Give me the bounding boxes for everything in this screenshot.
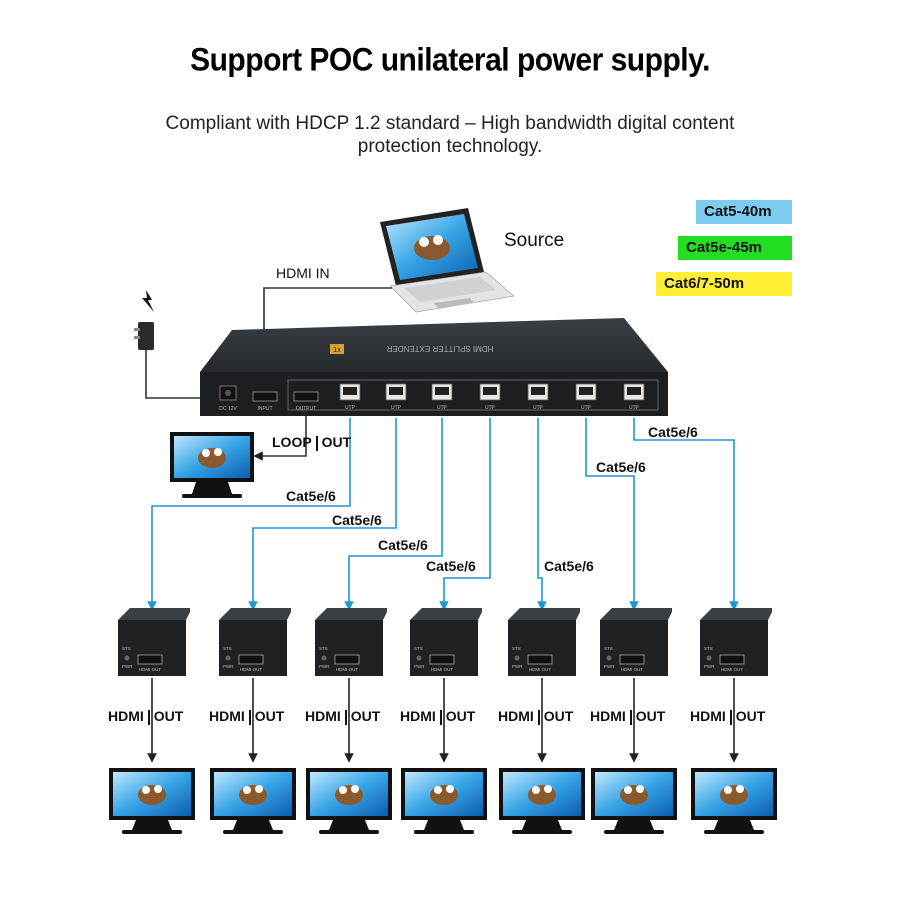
utp-port-label: UTP bbox=[391, 405, 402, 411]
cable-line-5 bbox=[537, 418, 547, 611]
cable-label-5: Cat5e/6 bbox=[544, 558, 594, 574]
monitor-icon bbox=[401, 768, 487, 834]
cable-line-6 bbox=[585, 418, 639, 611]
laptop-icon bbox=[380, 208, 515, 313]
cable-line-2 bbox=[248, 418, 397, 611]
cable-line-4 bbox=[439, 418, 491, 611]
loop-monitor-icon bbox=[170, 432, 254, 498]
page-subtitle: Compliant with HDCP 1.2 standard – High … bbox=[100, 112, 800, 158]
receiver-pwr-label: PWR bbox=[319, 664, 330, 669]
utp-port-label: UTP bbox=[485, 405, 496, 411]
monitor-icon bbox=[109, 768, 195, 834]
receiver-4: STS PWR HDMI OUT bbox=[410, 608, 482, 763]
receiver-1: STS PWR HDMI OUT bbox=[118, 608, 190, 763]
loop-out-left: LOOP bbox=[272, 434, 312, 450]
utp-port-label: UTP bbox=[345, 405, 356, 411]
receiver-sts-label: STS bbox=[223, 646, 232, 651]
legend-cat6-7: Cat6/7-50m bbox=[656, 272, 792, 296]
utp-port-6: UTP bbox=[575, 383, 597, 411]
splitter-device: HDMI SPLITTER EXTENDER 1x DC 12V INPUT O… bbox=[200, 318, 668, 416]
utp-port-label: UTP bbox=[437, 405, 448, 411]
loop-out-right: OUT bbox=[321, 434, 352, 450]
legend-cat5: Cat5-40m bbox=[696, 200, 792, 224]
utp-port-label: UTP bbox=[629, 405, 640, 411]
receiver-hdmi-label: HDMI OUT bbox=[431, 667, 453, 672]
port-output-label: OUTPUT bbox=[296, 406, 317, 412]
receiver-pwr-label: PWR bbox=[122, 664, 133, 669]
receiver-sts-label: STS bbox=[704, 646, 713, 651]
port-input-label: INPUT bbox=[258, 406, 273, 412]
cable-label-2: Cat5e/6 bbox=[332, 512, 382, 528]
monitor-icon bbox=[499, 768, 585, 834]
receiver-sts-label: STS bbox=[414, 646, 423, 651]
cable-line-1 bbox=[147, 418, 351, 611]
utp-port-2: UTP bbox=[385, 383, 407, 411]
utp-port-1: UTP bbox=[339, 383, 361, 411]
receiver-hdmi-label: HDMI OUT bbox=[621, 667, 643, 672]
cable-label-4: Cat5e/6 bbox=[426, 558, 476, 574]
receiver-pwr-label: PWR bbox=[604, 664, 615, 669]
power-adapter-icon bbox=[134, 290, 210, 399]
hdmi-in-label: HDMI IN bbox=[276, 265, 330, 281]
monitor-icon bbox=[306, 768, 392, 834]
utp-port-5: UTP bbox=[527, 383, 549, 411]
port-power-label: DC 12V bbox=[219, 406, 237, 412]
monitor-icon bbox=[210, 768, 296, 834]
utp-port-4: UTP bbox=[479, 383, 501, 411]
receiver-hdmi-label: HDMI OUT bbox=[240, 667, 262, 672]
receiver-hdmi-label: HDMI OUT bbox=[529, 667, 551, 672]
receiver-sts-label: STS bbox=[319, 646, 328, 651]
cable-label-1: Cat5e/6 bbox=[286, 488, 336, 504]
receiver-hdmi-label: HDMI OUT bbox=[721, 667, 743, 672]
utp-port-3: UTP bbox=[431, 383, 453, 411]
device-badge: 1x bbox=[333, 347, 341, 354]
subtitle-line-2: protection technology. bbox=[357, 136, 543, 157]
receiver-pwr-label: PWR bbox=[512, 664, 523, 669]
receiver-hdmi-label: HDMI OUT bbox=[139, 667, 161, 672]
cable-line-3 bbox=[344, 418, 443, 611]
receiver-2: STS PWR HDMI OUT bbox=[219, 608, 291, 763]
receiver-pwr-label: PWR bbox=[704, 664, 715, 669]
cable-label-6: Cat5e/6 bbox=[596, 459, 646, 475]
lightning-icon bbox=[142, 290, 154, 312]
receiver-pwr-label: PWR bbox=[223, 664, 234, 669]
receiver-sts-label: STS bbox=[122, 646, 131, 651]
subtitle-line-1: Compliant with HDCP 1.2 standard – High … bbox=[165, 113, 735, 134]
receiver-sts-label: STS bbox=[604, 646, 613, 651]
cable-label-7: Cat5e/6 bbox=[648, 424, 698, 440]
device-brand-text: HDMI SPLITTER EXTENDER bbox=[386, 344, 493, 353]
receiver-7: STS PWR HDMI OUT bbox=[700, 608, 772, 763]
receiver-hdmi-label: HDMI OUT bbox=[336, 667, 358, 672]
cable-label-3: Cat5e/6 bbox=[378, 537, 428, 553]
utp-port-label: UTP bbox=[581, 405, 592, 411]
legend-cat5e: Cat5e-45m bbox=[678, 236, 792, 260]
utp-port-7: UTP bbox=[623, 383, 645, 411]
cable-line-7 bbox=[633, 418, 739, 611]
monitor-icon bbox=[691, 768, 777, 834]
loop-out-label: LOOP OUT bbox=[272, 434, 351, 451]
source-label: Source bbox=[504, 230, 565, 251]
receiver-sts-label: STS bbox=[512, 646, 521, 651]
utp-port-label: UTP bbox=[533, 405, 544, 411]
page-title: Support POC unilateral power supply. bbox=[190, 42, 710, 79]
receiver-pwr-label: PWR bbox=[414, 664, 425, 669]
receiver-3: STS PWR HDMI OUT bbox=[315, 608, 387, 763]
monitor-icon bbox=[591, 768, 677, 834]
receiver-6: STS PWR HDMI OUT bbox=[600, 608, 672, 763]
receiver-5: STS PWR HDMI OUT bbox=[508, 608, 580, 763]
